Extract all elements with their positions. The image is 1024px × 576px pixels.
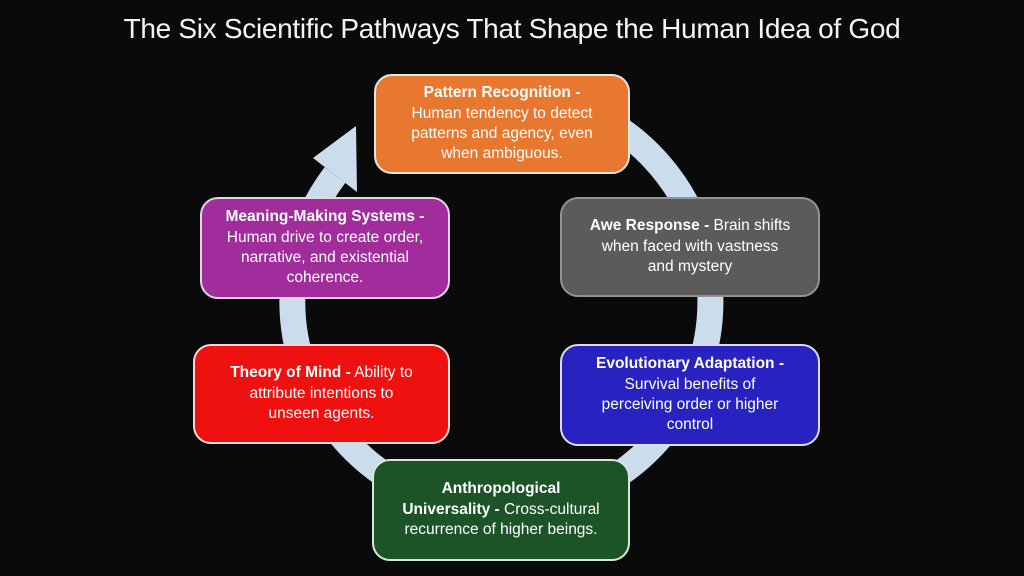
box-text: Pattern Recognition - Human tendency to … bbox=[411, 83, 593, 165]
box-body: Human drive to create order, narrative, … bbox=[226, 228, 424, 287]
box-title: Evolutionary Adaptation - bbox=[595, 355, 784, 373]
arrowhead-icon bbox=[313, 126, 357, 192]
box-awe-response: Awe Response - Brain shifts when faced w… bbox=[560, 197, 820, 297]
slide-title: The Six Scientific Pathways That Shape t… bbox=[123, 13, 901, 44]
box-body: Cross-cultural recurrence of higher bein… bbox=[404, 500, 600, 539]
box-body: Brain shifts when faced with vastness an… bbox=[601, 217, 791, 276]
box-text: Anthropological Universality - Cross-cul… bbox=[402, 479, 599, 540]
box-text: Evolutionary Adaptation - Survival benef… bbox=[596, 354, 784, 436]
box-text: Theory of Mind - Ability to attribute in… bbox=[230, 363, 413, 424]
box-title: Awe Response - bbox=[589, 217, 710, 235]
box-text: Meaning-Making Systems - Human drive to … bbox=[226, 207, 425, 289]
box-pattern-recognition: Pattern Recognition - Human tendency to … bbox=[374, 74, 630, 174]
box-text: Awe Response - Brain shifts when faced w… bbox=[590, 216, 790, 277]
box-body: Human tendency to detect patterns and ag… bbox=[411, 104, 593, 163]
box-title: Meaning-Making Systems - bbox=[225, 208, 425, 226]
box-body: Survival benefits of perceiving order or… bbox=[601, 375, 779, 434]
box-evolutionary-adaptation: Evolutionary Adaptation - Survival benef… bbox=[560, 344, 820, 446]
box-title: Pattern Recognition - bbox=[423, 84, 581, 102]
box-theory-of-mind: Theory of Mind - Ability to attribute in… bbox=[193, 344, 450, 444]
box-body: Ability to attribute intentions to unsee… bbox=[249, 364, 413, 423]
box-title: Anthropological Universality - bbox=[402, 480, 561, 518]
box-meaning-making-systems: Meaning-Making Systems - Human drive to … bbox=[200, 197, 450, 299]
box-title: Theory of Mind - bbox=[230, 364, 351, 382]
box-anthropological-universality: Anthropological Universality - Cross-cul… bbox=[372, 459, 630, 561]
